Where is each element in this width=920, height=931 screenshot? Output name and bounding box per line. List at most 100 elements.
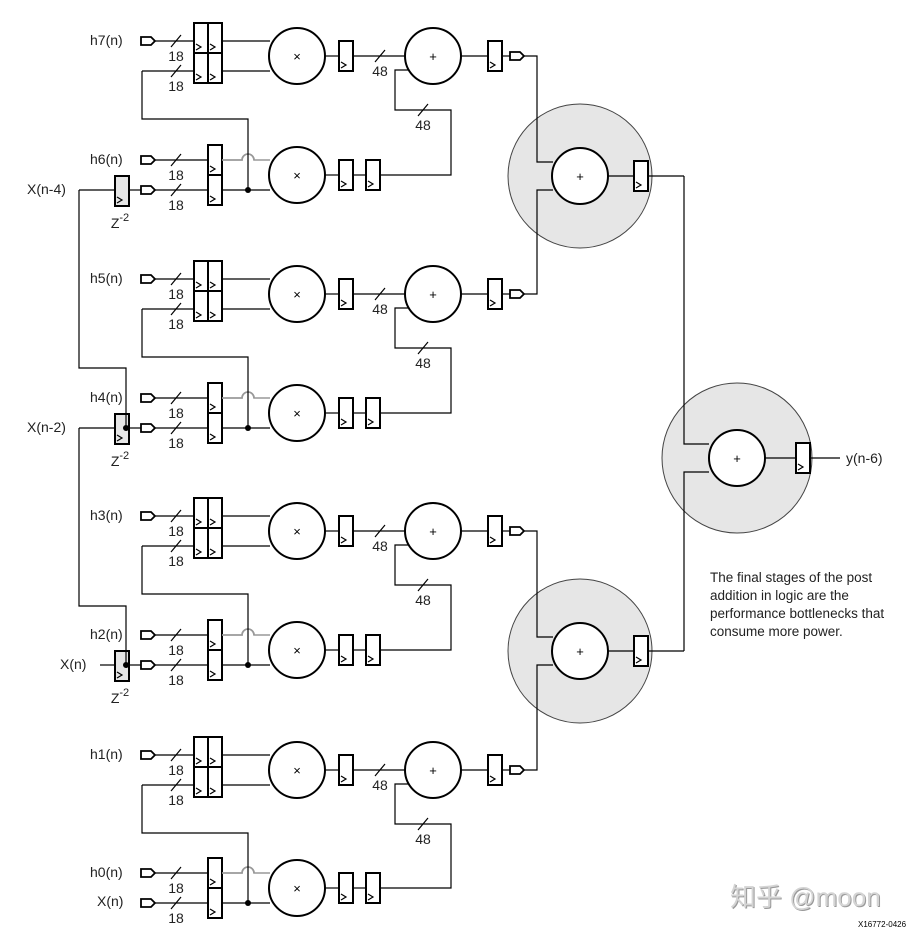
clock-icon — [367, 418, 375, 426]
post-add-register — [633, 635, 649, 667]
input-port-icon — [140, 36, 157, 46]
bus-slash-icon — [170, 896, 182, 910]
clock-icon — [209, 757, 217, 765]
bus-width-label: 18 — [168, 316, 184, 332]
bus-slash-icon — [170, 421, 182, 435]
pipeline-register — [207, 260, 223, 292]
bus-slash-icon — [170, 539, 182, 553]
adder-symbol: + — [429, 49, 437, 64]
bus-slash-icon — [170, 272, 182, 286]
cascade-route — [141, 785, 249, 903]
bus-width-label: 48 — [372, 538, 388, 554]
data-input-label: X(n) — [60, 656, 86, 672]
data-input-label: X(n-4) — [27, 181, 66, 197]
pipeline-register — [193, 736, 209, 768]
input-port-icon — [140, 423, 157, 433]
junction-dot — [245, 900, 251, 906]
bus-slash-icon — [170, 509, 182, 523]
clock-icon — [489, 775, 497, 783]
bus-slash-icon — [374, 524, 386, 538]
bus-slash-icon — [170, 183, 182, 197]
clock-icon — [635, 656, 643, 664]
delay-chain-wire — [78, 190, 127, 428]
clock-icon — [635, 181, 643, 189]
bus-width-label: 48 — [372, 63, 388, 79]
input-port-icon — [140, 185, 157, 195]
bus-width-label: 18 — [168, 880, 184, 896]
bus-slash-icon — [417, 341, 429, 355]
delay-chain-wire — [78, 428, 127, 665]
clock-icon — [209, 433, 217, 441]
clock-icon — [209, 311, 217, 319]
clock-icon — [209, 73, 217, 81]
product-register — [338, 515, 354, 547]
clock-icon — [195, 548, 203, 556]
output-register — [795, 442, 811, 474]
delay-label: Z-2 — [111, 687, 129, 706]
bus-slash-icon — [170, 658, 182, 672]
bus-width-label: 18 — [168, 792, 184, 808]
multiplier-symbol: × — [293, 524, 301, 539]
delay-label: Z-2 — [111, 450, 129, 469]
coeff-label-0: h7(n) — [90, 32, 123, 48]
output-port-icon — [509, 289, 526, 299]
output-port-icon — [509, 765, 526, 775]
bus-slash-icon — [170, 748, 182, 762]
bus-width-label: 48 — [372, 777, 388, 793]
final-adder-symbol: + — [733, 451, 741, 466]
bus-slash-icon — [170, 628, 182, 642]
delay-register — [365, 872, 381, 904]
clock-icon — [340, 655, 348, 663]
input-port-icon — [140, 898, 157, 908]
sum-register — [487, 40, 503, 72]
bus-slash-icon — [170, 391, 182, 405]
post-adder-symbol: + — [576, 644, 584, 659]
bus-width-label: 18 — [168, 167, 184, 183]
bus-width-label: 18 — [168, 642, 184, 658]
pipeline-register — [207, 174, 223, 206]
pipeline-register — [207, 290, 223, 322]
coeff-label-7: h0(n) — [90, 864, 123, 880]
cascade-route — [141, 71, 249, 190]
bypass-wire — [222, 153, 270, 161]
cascade-route — [141, 309, 249, 428]
watermark: 知乎 @moon — [730, 882, 881, 912]
product-register — [338, 397, 354, 429]
bus-width-label: 48 — [415, 355, 431, 371]
clock-icon — [340, 893, 348, 901]
data-input-label: X(n-2) — [27, 419, 66, 435]
bus-slash-icon — [417, 817, 429, 831]
clock-icon — [195, 73, 203, 81]
output-port-icon — [509, 526, 526, 536]
post-add-input — [524, 189, 553, 295]
bus-width-label: 18 — [168, 286, 184, 302]
clock-icon — [340, 418, 348, 426]
z-delay-register — [114, 175, 130, 207]
multiplier-symbol: × — [293, 406, 301, 421]
input-port-icon — [140, 750, 157, 760]
annotation-note: The final stages of the post addition in… — [710, 570, 885, 639]
pipeline-register — [207, 412, 223, 444]
clock-icon — [209, 670, 217, 678]
bypass-wire — [222, 628, 270, 636]
multiplier-symbol: × — [293, 643, 301, 658]
input-port-icon — [140, 630, 157, 640]
bus-width-label: 18 — [168, 672, 184, 688]
clock-icon — [340, 299, 348, 307]
input-port-icon — [140, 393, 157, 403]
bus-width-label: 48 — [415, 831, 431, 847]
input-port-icon — [140, 660, 157, 670]
clock-icon — [116, 671, 124, 679]
pipeline-register — [193, 260, 209, 292]
pipeline-register — [193, 22, 209, 54]
pipeline-register — [207, 857, 223, 889]
bus-width-label: 48 — [415, 592, 431, 608]
bypass-wire — [222, 866, 270, 874]
adder-symbol: + — [429, 524, 437, 539]
input-port-icon — [140, 274, 157, 284]
sum-register — [487, 515, 503, 547]
product-register — [338, 278, 354, 310]
post-adder-symbol: + — [576, 169, 584, 184]
clock-icon — [489, 536, 497, 544]
clock-icon — [195, 281, 203, 289]
